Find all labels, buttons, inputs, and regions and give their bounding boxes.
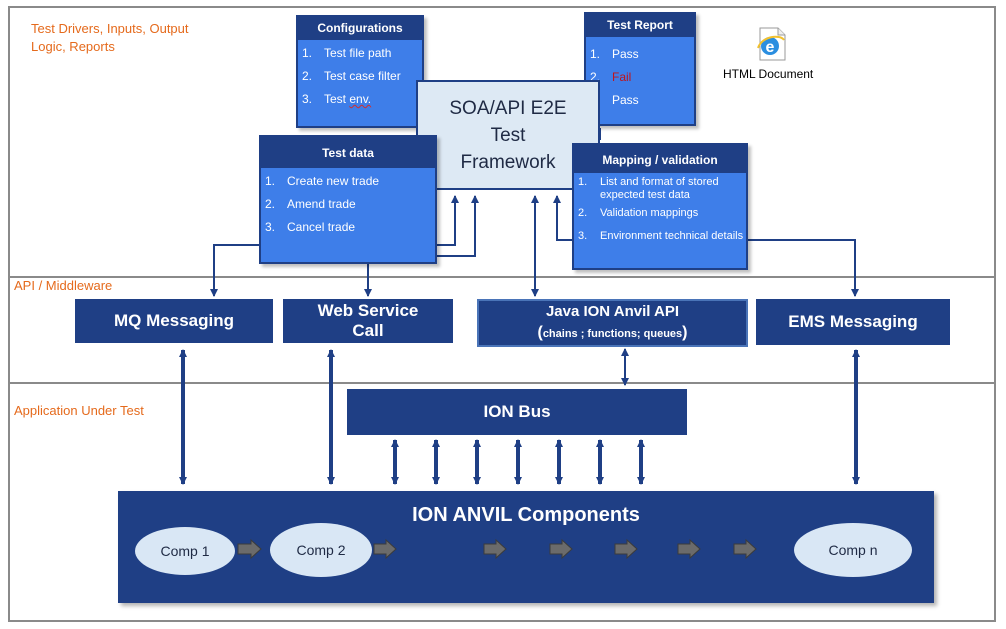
configurations-card: Configurations 1.Test file path 2.Test c…	[296, 15, 424, 128]
component-comp-2: Comp 2	[270, 523, 372, 577]
list-item: 1.Pass	[590, 47, 639, 61]
html-document-label[interactable]: HTML Document	[723, 67, 814, 81]
web-service-label-line2: Call	[352, 321, 384, 340]
flow-arrow-icon	[733, 538, 757, 560]
mapping-validation-title: Mapping / validation	[574, 145, 746, 173]
test-data-title: Test data	[261, 137, 435, 168]
web-service-call-box: Web Service Call	[283, 299, 453, 343]
layer-label-application-under-test: Application Under Test	[14, 403, 144, 418]
ems-messaging-box: EMS Messaging	[756, 299, 950, 345]
list-item: 3.Cancel trade	[265, 220, 356, 234]
component-flow-arrows	[237, 538, 757, 560]
layer-separator-top	[8, 276, 996, 278]
java-ion-anvil-api-box: Java ION Anvil API (chains ; functions; …	[477, 299, 748, 347]
test-data-card: Test data 1.Create new trade 2.Amend tra…	[259, 135, 437, 264]
list-item: 3.Environment technical details	[578, 230, 744, 242]
components-title: ION ANVIL Components	[412, 504, 640, 526]
layer-label-test-drivers: Test Drivers, Inputs, Output Logic, Repo…	[31, 21, 189, 54]
fail-status: Fail	[612, 70, 632, 84]
list-item: 3.Test env.	[302, 92, 372, 106]
web-service-label-line1: Web Service	[317, 301, 419, 320]
flow-arrow-icon	[614, 538, 638, 560]
mq-messaging-box: MQ Messaging	[75, 299, 273, 343]
mq-messaging-label: MQ Messaging	[114, 311, 234, 330]
flow-arrow-icon	[677, 538, 701, 560]
component-comp-1: Comp 1	[135, 527, 235, 575]
component-comp-n: Comp n	[794, 523, 912, 577]
test-report-title: Test Report	[586, 14, 694, 37]
list-item: 2.Amend trade	[265, 197, 356, 211]
list-item: 3.Pass	[590, 93, 639, 107]
list-item: 2.Validation mappings	[578, 207, 699, 219]
list-item: 1.Create new trade	[265, 174, 380, 188]
framework-title-line2: Test	[490, 124, 526, 146]
java-api-sublabel: (chains ; functions; queues)	[537, 324, 688, 341]
java-api-label: Java ION Anvil API	[545, 303, 680, 320]
list-item: 1.List and format of stored expected tes…	[578, 176, 719, 201]
flow-arrow-icon	[483, 538, 507, 560]
layer-separator-bottom	[8, 382, 996, 384]
list-item: 1.Test file path	[302, 46, 392, 60]
framework-box: SOA/API E2E Test Framework	[416, 80, 600, 190]
flow-arrow-icon	[549, 538, 573, 560]
svg-text:e: e	[766, 39, 775, 56]
test-data-list: 1.Create new trade 2.Amend trade 3.Cance…	[261, 168, 435, 234]
diagram-frame	[8, 6, 996, 622]
ems-messaging-label: EMS Messaging	[788, 312, 918, 331]
mapping-validation-card: Mapping / validation 1.List and format o…	[572, 143, 748, 270]
ion-bus-box: ION Bus	[347, 389, 687, 435]
layer-label-api-middleware: API / Middleware	[14, 278, 113, 293]
framework-title-line1: SOA/API E2E	[449, 97, 567, 119]
internet-explorer-icon[interactable]: e	[754, 26, 788, 62]
configurations-list: 1.Test file path 2.Test case filter 3.Te…	[298, 40, 422, 106]
framework-title-line3: Framework	[460, 151, 556, 173]
configurations-title: Configurations	[298, 17, 422, 40]
test-report-card: Test Report 1.Pass 2.Fail 3.Pass	[584, 12, 696, 126]
flow-arrow-icon	[373, 538, 397, 560]
ion-anvil-components-panel: ION ANVIL Components Comp 1 Comp 2 Comp …	[118, 491, 934, 603]
list-item: 2.Test case filter	[302, 69, 401, 83]
list-item: 2.Fail	[586, 70, 694, 84]
flow-arrow-icon	[237, 538, 262, 560]
mapping-validation-list: 1.List and format of stored expected tes…	[574, 173, 746, 243]
test-report-list: 1.Pass 2.Fail 3.Pass	[586, 37, 694, 107]
ion-bus-label: ION Bus	[483, 402, 551, 421]
